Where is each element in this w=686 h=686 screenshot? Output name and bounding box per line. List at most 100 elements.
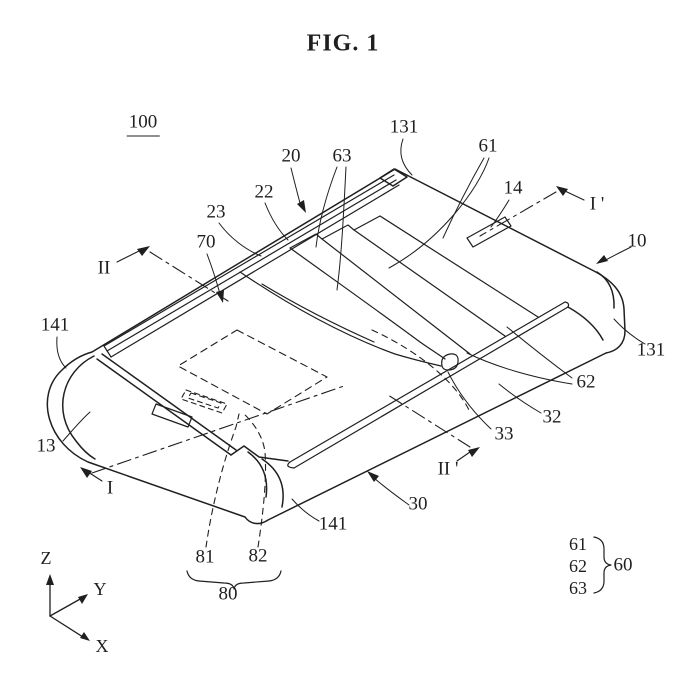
axis-label-y: Y	[93, 579, 107, 599]
hidden-bend-arc	[371, 329, 470, 411]
section-marker-i-prime: I '	[589, 193, 605, 215]
braces	[186, 536, 612, 594]
ref-label-70: 70	[196, 231, 216, 253]
legend-item-62: 62	[569, 556, 587, 576]
back-rail-line-1	[103, 174, 395, 347]
leader-62-b	[466, 352, 573, 385]
ref-label-22: 22	[254, 181, 274, 203]
front-rail-line-2	[293, 306, 569, 469]
ref-label-14: 14	[503, 177, 523, 199]
leader-lines	[56, 138, 646, 522]
arrowheads	[80, 186, 608, 482]
legend-item-61: 61	[569, 534, 587, 554]
section-line-i-prime	[479, 191, 557, 237]
ref-label-82: 82	[248, 545, 268, 567]
ref-label-61: 61	[478, 135, 498, 157]
brace-80	[186, 570, 282, 590]
arrowhead-10	[596, 255, 608, 264]
ref-label-32: 32	[542, 406, 562, 428]
leader-32	[498, 383, 542, 414]
ref-label-100-text: 100	[126, 111, 160, 137]
left-roll-inner-curve	[61, 355, 96, 460]
ref-label-23: 23	[206, 201, 226, 223]
leader-141-bottom	[291, 498, 320, 522]
ref-label-81: 81	[195, 546, 215, 568]
layer-edge-3	[353, 229, 506, 337]
ref-label-131-right: 131	[636, 339, 666, 361]
leader-141-left	[56, 336, 67, 369]
back-rail-end-cap	[103, 345, 112, 358]
ref-label-80: 80	[218, 583, 238, 605]
rail-to-corner-link	[567, 306, 604, 341]
ref-label-63: 63	[332, 145, 352, 167]
slot-14	[466, 216, 512, 248]
corner-arc-131-right	[596, 271, 615, 309]
ref-label-141-left: 141	[40, 314, 70, 336]
leader-131-top	[400, 138, 413, 176]
leader-30	[372, 476, 410, 506]
leader-63-b	[336, 166, 347, 291]
leader-61-a	[442, 157, 485, 239]
corner-arc-141-inner	[247, 451, 268, 498]
arrowhead-section-ii-prime	[468, 447, 480, 457]
section-marker-ii: II	[97, 257, 111, 279]
hidden-slot-outer	[180, 389, 228, 414]
section-marker-i: I	[106, 477, 114, 499]
back-rail-line-2	[106, 179, 397, 352]
section-arrow-line-i-prime	[564, 190, 585, 201]
layer-bend-curve-inner	[261, 283, 375, 343]
slots	[151, 216, 512, 428]
section-lines	[87, 190, 585, 482]
axis-z-arrowhead	[46, 574, 54, 585]
axis-x-arrowhead	[80, 632, 90, 641]
ref-label-33: 33	[494, 423, 514, 445]
leader-23	[218, 222, 262, 257]
arrowhead-20	[297, 200, 306, 213]
rail-tab	[441, 353, 459, 371]
axis-triad	[46, 574, 90, 641]
arrowhead-section-i	[80, 467, 92, 478]
layer-edge-1	[289, 247, 446, 360]
section-arrow-line-i	[87, 471, 103, 482]
back-rail-line-3	[110, 184, 400, 358]
legend-group-60: 60	[613, 554, 633, 576]
brace-legend-60	[593, 536, 612, 594]
leader-82-dashed	[241, 411, 267, 548]
leader-70	[206, 253, 221, 295]
front-left-top-edge-inner	[101, 353, 237, 451]
leader-13	[62, 411, 91, 442]
section-arrow-line-ii-prime	[456, 451, 471, 462]
corner-notch-141-bottom	[230, 445, 289, 462]
ref-label-131-top: 131	[389, 116, 419, 138]
arrowhead-30	[367, 471, 379, 482]
legend-item-63: 63	[569, 578, 587, 598]
ref-label-100: 100	[126, 111, 160, 137]
ref-label-20: 20	[281, 145, 301, 167]
section-marker-ii-prime: II '	[437, 458, 459, 480]
figure-title: FIG. 1	[306, 30, 380, 57]
arrowhead-70	[216, 290, 224, 303]
ref-label-13: 13	[36, 435, 56, 457]
corner-arc-141-outer	[261, 458, 284, 508]
front-rail-line-1	[289, 301, 566, 463]
leader-20	[290, 167, 301, 204]
ref-label-10: 10	[627, 230, 647, 252]
display-layers	[239, 215, 539, 367]
leader-81-dashed	[205, 413, 240, 548]
leader-61-b	[388, 157, 490, 269]
layer-edge-2	[321, 238, 471, 355]
section-line-ii	[149, 251, 229, 302]
housing-outer-path	[46, 168, 626, 525]
layer-bend-curve-outer	[239, 271, 442, 367]
axis-label-x: X	[95, 636, 109, 656]
axis-label-z: Z	[40, 548, 52, 568]
leader-14	[490, 199, 510, 228]
arrowhead-section-i-prime	[556, 186, 568, 196]
leader-62-a	[506, 326, 573, 379]
leader-63-a	[315, 166, 338, 248]
front-slot	[151, 403, 193, 428]
front-rail-end-cap	[564, 301, 570, 308]
hidden-parts	[177, 329, 470, 548]
section-arrow-line-ii	[116, 250, 140, 263]
